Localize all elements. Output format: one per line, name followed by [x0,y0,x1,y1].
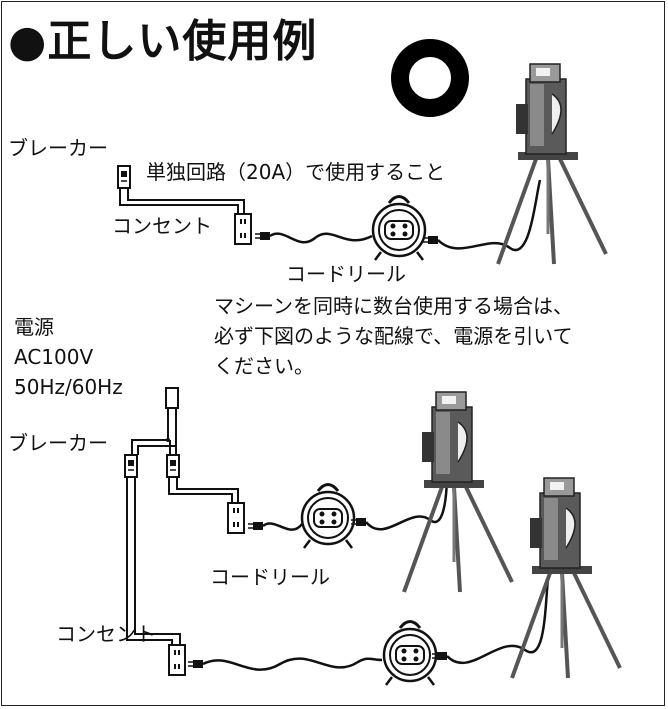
breaker-icon [166,454,180,478]
breaker-label-bottom: ブレーカー [8,431,108,455]
multi-note-line3: ください。 [214,354,314,378]
multi-note-line1: マシーンを同時に数台使用する場合は、 [214,294,573,318]
cord-reel-icon [300,483,356,550]
power-label: 電源 [14,315,54,339]
cord-reel-icon [371,195,427,262]
plug-icon [187,659,204,669]
power-frequency: 50Hz/60Hz [14,375,123,399]
outlet-label-top: コンセント [112,214,212,238]
pitching-machine-icon [496,62,608,266]
reel-label-top: コードリール [286,262,406,286]
power-voltage: AC100V [14,345,94,369]
power-source-icon [165,387,179,409]
reel-label-bottom: コードリール [210,565,330,589]
breaker-label-top: ブレーカー [8,136,108,160]
plug-icon [254,231,271,241]
breaker-icon [124,454,138,478]
cord-reel-icon [382,620,438,687]
outlet-icon [227,502,245,534]
page-title: ●正しい使用例 [8,16,318,67]
outlet-icon [168,644,186,676]
outlet-icon [234,213,252,245]
pitching-machine-icon [402,390,514,594]
circuit-note: 単独回路（20A）で使用すること [146,160,446,184]
multi-note-line2: 必ず下図のような配線で、電源を引いて [214,324,573,348]
breaker-icon [117,165,131,189]
pitching-machine-icon [510,476,622,680]
o-mark-icon [391,39,469,117]
plug-icon [247,521,264,531]
